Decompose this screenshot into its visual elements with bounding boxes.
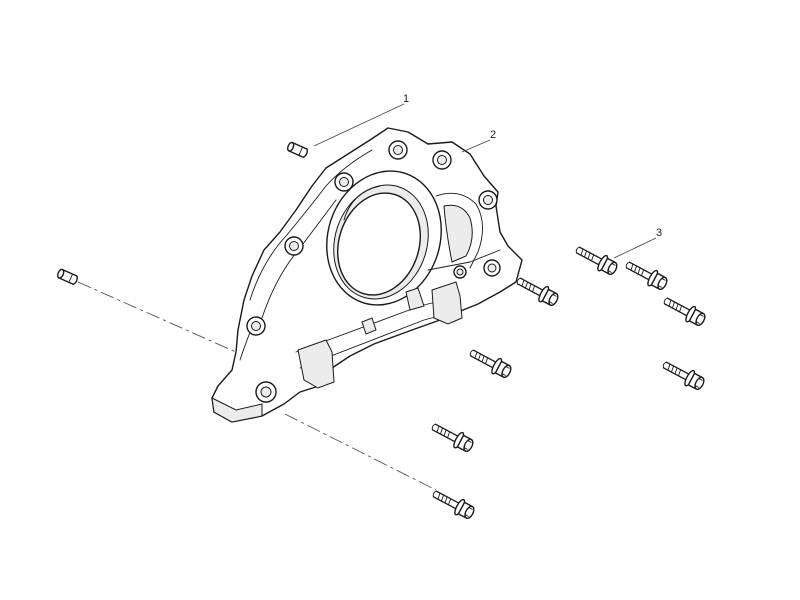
- leader-line-3: [613, 237, 657, 259]
- dowel-pin-icon: [55, 267, 80, 286]
- rear-seal-housing-icon: [211, 127, 523, 423]
- flange-bolt-icon: [427, 418, 477, 456]
- callout-3: 3: [656, 227, 662, 239]
- flange-bolt-icon: [512, 272, 562, 310]
- bolt-alignment-centerline: [284, 413, 437, 491]
- flange-bolt-icon: [658, 356, 708, 394]
- dowel-pin-icon: [285, 140, 310, 159]
- flange-bolt-icon: [465, 344, 515, 382]
- callout-1: 1: [403, 93, 409, 105]
- leader-line-2: [461, 139, 491, 153]
- callout-2: 2: [490, 129, 496, 141]
- housing-bolt-holes: [246, 140, 501, 403]
- flange-bolt-icon: [659, 292, 709, 330]
- flange-bolt-icon: [621, 256, 671, 294]
- leader-line-1: [313, 103, 405, 147]
- flange-bolt-icon: [571, 241, 621, 279]
- flange-bolt-icon: [428, 485, 478, 523]
